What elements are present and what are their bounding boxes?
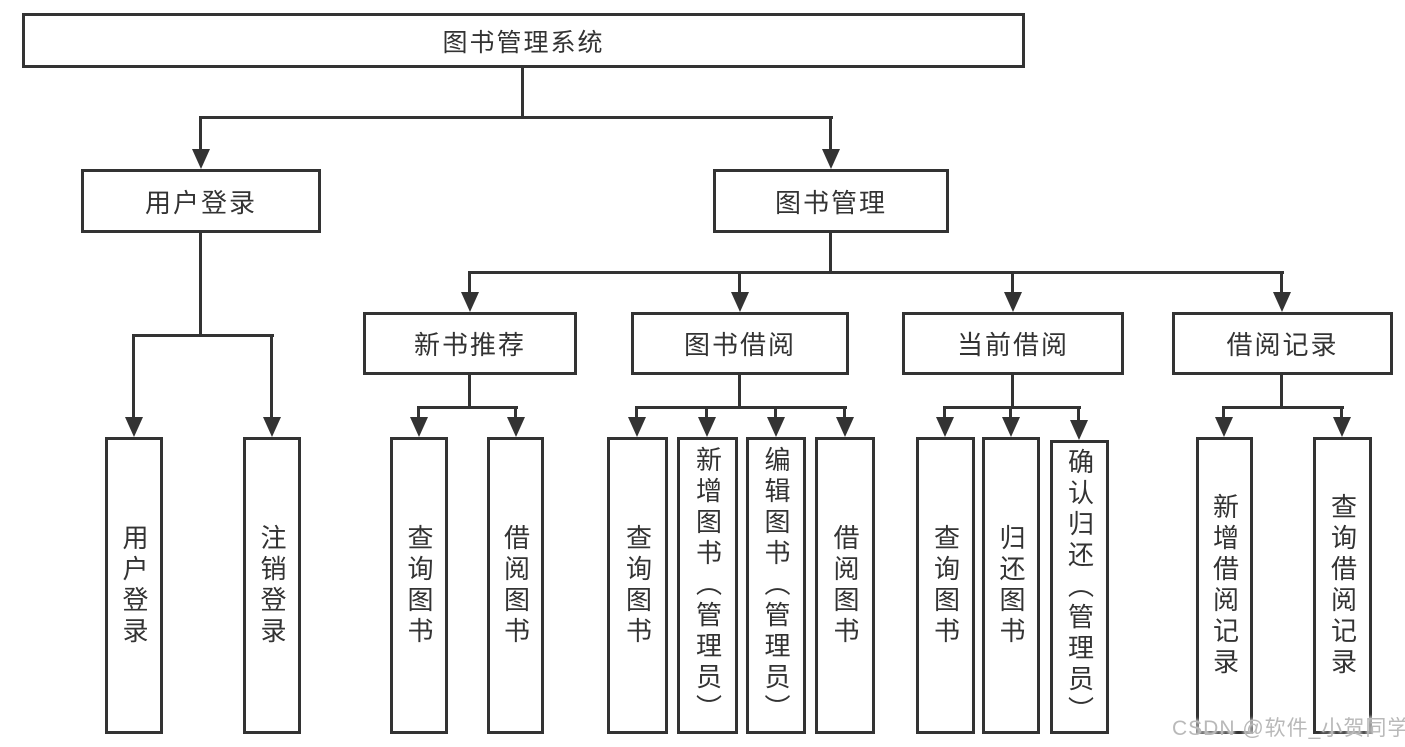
connector-hline — [468, 271, 1284, 274]
arrowhead-icon — [1002, 417, 1020, 437]
leaf-add-book-admin-label: 新增图书（管理员） — [692, 446, 723, 725]
node-current-borrow-label: 当前借阅 — [956, 330, 1069, 360]
connector-hline — [132, 334, 274, 337]
leaf-borrow-books-borrow-label: 借阅图书 — [830, 523, 860, 648]
arrowhead-icon — [836, 417, 854, 437]
arrowhead-icon — [1004, 292, 1022, 312]
leaf-confirm-return-admin: 确认归还（管理员） — [1050, 440, 1109, 734]
node-book-borrow: 图书借阅 — [631, 312, 849, 375]
arrowhead-icon — [125, 417, 143, 437]
connector-vline — [943, 406, 946, 419]
connector-vline — [738, 375, 741, 409]
arrowhead-icon — [936, 417, 954, 437]
connector-vline — [705, 406, 708, 419]
arrowhead-icon — [507, 417, 525, 437]
connector-vline — [1340, 406, 1343, 419]
leaf-add-borrow-record: 新增借阅记录 — [1196, 437, 1253, 734]
leaf-add-book-admin: 新增图书（管理员） — [677, 437, 738, 734]
connector-vline — [1011, 271, 1014, 294]
leaf-query-books-borrow: 查询图书 — [607, 437, 668, 734]
connector-hline — [1222, 406, 1344, 409]
arrowhead-icon — [698, 417, 716, 437]
leaf-user-login-label: 用户登录 — [119, 523, 149, 648]
connector-vline — [1077, 406, 1080, 422]
connector-vline — [514, 406, 517, 419]
connector-vline — [521, 68, 524, 118]
leaf-user-login: 用户登录 — [105, 437, 163, 734]
connector-vline — [132, 334, 135, 419]
leaf-query-books-borrow-label: 查询图书 — [622, 523, 653, 648]
connector-vline — [1280, 271, 1283, 294]
node-root: 图书管理系统 — [22, 13, 1025, 68]
connector-hline — [635, 406, 847, 409]
node-book-mgmt: 图书管理 — [713, 169, 949, 233]
watermark: CSDN @软件_小贺同学 — [1172, 717, 1405, 740]
connector-vline — [829, 233, 832, 274]
connector-vline — [738, 271, 741, 294]
connector-vline — [843, 406, 846, 419]
leaf-logout-label: 注销登录 — [257, 523, 287, 648]
arrowhead-icon — [1070, 420, 1088, 440]
node-borrow-records-label: 借阅记录 — [1226, 330, 1339, 360]
connector-vline — [1011, 375, 1014, 409]
arrowhead-icon — [192, 149, 210, 169]
node-root-label: 图书管理系统 — [442, 28, 605, 57]
connector-hline — [417, 406, 518, 409]
node-new-book-rec-label: 新书推荐 — [413, 330, 526, 360]
arrowhead-icon — [1215, 417, 1233, 437]
leaf-query-books-newbook: 查询图书 — [390, 437, 448, 734]
leaf-add-borrow-record-label: 新增借阅记录 — [1209, 492, 1240, 679]
arrowhead-icon — [767, 417, 785, 437]
connector-vline — [417, 406, 420, 419]
connector-vline — [199, 116, 202, 152]
connector-hline — [943, 406, 1081, 409]
leaf-return-books-label: 归还图书 — [996, 523, 1026, 648]
connector-vline — [1009, 406, 1012, 419]
arrowhead-icon — [461, 292, 479, 312]
connector-vline — [1222, 406, 1225, 419]
connector-vline — [270, 334, 273, 419]
connector-vline — [829, 116, 832, 152]
node-borrow-records: 借阅记录 — [1172, 312, 1393, 375]
node-user-login-label: 用户登录 — [144, 187, 257, 218]
leaf-logout: 注销登录 — [243, 437, 301, 734]
node-user-login: 用户登录 — [81, 169, 321, 233]
arrowhead-icon — [628, 417, 646, 437]
leaf-borrow-books-newbook-label: 借阅图书 — [500, 523, 531, 648]
node-book-borrow-label: 图书借阅 — [683, 330, 796, 360]
connector-vline — [468, 375, 471, 409]
leaf-query-books-current-label: 查询图书 — [930, 523, 961, 648]
leaf-query-books-current: 查询图书 — [916, 437, 975, 734]
node-book-mgmt-label: 图书管理 — [774, 187, 887, 218]
arrowhead-icon — [1333, 417, 1351, 437]
arrowhead-icon — [822, 149, 840, 169]
node-new-book-rec: 新书推荐 — [363, 312, 577, 375]
leaf-query-borrow-record-label: 查询借阅记录 — [1327, 492, 1358, 679]
leaf-query-books-newbook-label: 查询图书 — [404, 523, 434, 648]
connector-vline — [468, 271, 471, 294]
arrowhead-icon — [731, 292, 749, 312]
leaf-edit-book-admin: 编辑图书（管理员） — [746, 437, 806, 734]
connector-vline — [774, 406, 777, 419]
connector-vline — [1280, 375, 1283, 409]
leaf-return-books: 归还图书 — [982, 437, 1040, 734]
connector-vline — [199, 233, 202, 337]
connector-vline — [635, 406, 638, 419]
leaf-edit-book-admin-label: 编辑图书（管理员） — [761, 446, 791, 725]
arrowhead-icon — [410, 417, 428, 437]
leaf-query-borrow-record: 查询借阅记录 — [1313, 437, 1372, 734]
connector-hline — [199, 116, 833, 119]
leaf-confirm-return-admin-label: 确认归还（管理员） — [1064, 447, 1095, 727]
arrowhead-icon — [1273, 292, 1291, 312]
arrowhead-icon — [263, 417, 281, 437]
node-current-borrow: 当前借阅 — [902, 312, 1124, 375]
leaf-borrow-books-borrow: 借阅图书 — [815, 437, 875, 734]
leaf-borrow-books-newbook: 借阅图书 — [487, 437, 544, 734]
